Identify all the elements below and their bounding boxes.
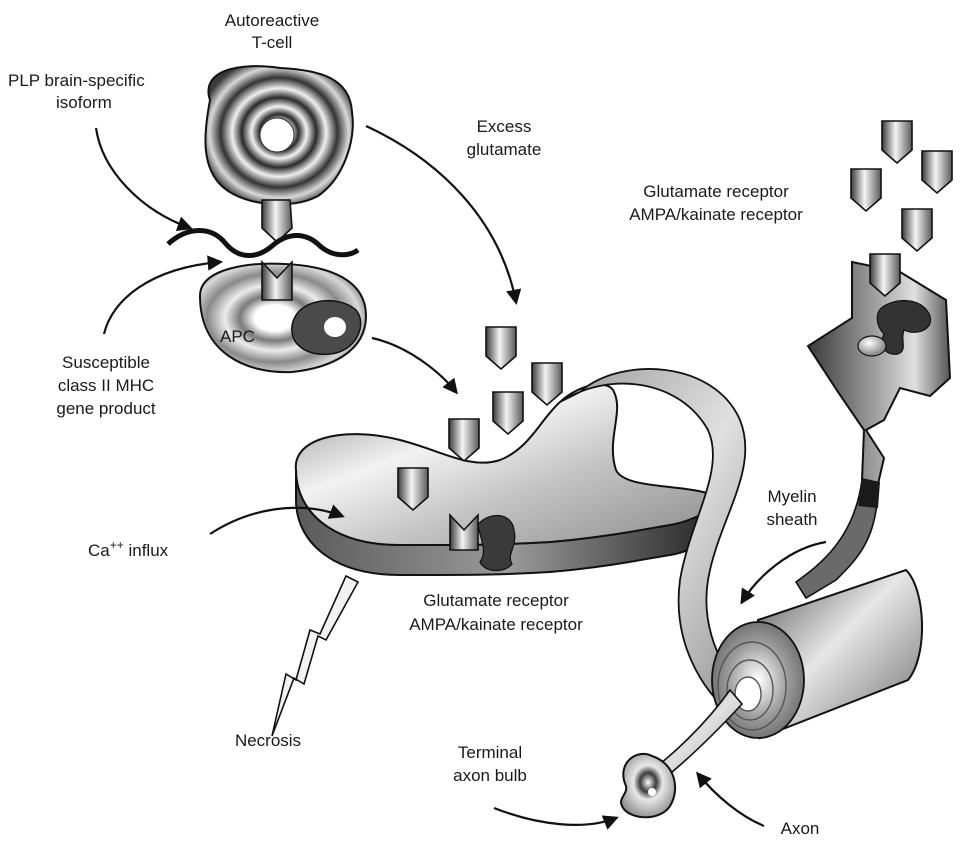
- label-glutamate: glutamate: [467, 140, 542, 159]
- arrow-apc-to-cell: [372, 338, 456, 392]
- neuron-cell-body: [808, 262, 950, 484]
- plp-isoform-strand: [168, 231, 358, 256]
- label-glut-receptor-top-2: AMPA/kainate receptor: [629, 205, 803, 224]
- label-glut-receptor-mid-1: Glutamate receptor: [423, 591, 569, 610]
- label-axon-bulb: axon bulb: [453, 766, 527, 785]
- arrow-plp: [96, 128, 190, 228]
- label-necrosis: Necrosis: [235, 731, 301, 750]
- label-plp-2: isoform: [56, 93, 112, 112]
- label-myelin: Myelin: [767, 487, 816, 506]
- label-excess: Excess: [477, 117, 532, 136]
- label-terminal: Terminal: [458, 743, 522, 762]
- label-axon: Axon: [781, 819, 820, 838]
- label-mhc-2: class II MHC: [58, 376, 154, 395]
- label-mhc-3: gene product: [56, 399, 156, 418]
- arrow-terminal-bulb: [494, 808, 616, 825]
- label-ca-influx: Ca++ influx: [88, 538, 169, 560]
- label-sheath: sheath: [766, 510, 817, 529]
- necrosis-bolt: [272, 576, 358, 736]
- label-mhc-1: Susceptible: [62, 353, 150, 372]
- label-autoreactive: Autoreactive: [225, 11, 320, 30]
- arrow-axon: [698, 774, 764, 826]
- label-glut-receptor-top-1: Glutamate receptor: [643, 182, 789, 201]
- label-glut-receptor-mid-2: AMPA/kainate receptor: [409, 615, 583, 634]
- label-tcell: T-cell: [252, 33, 293, 52]
- myelinated-axon: [712, 570, 922, 738]
- label-plp-1: PLP brain-specific: [8, 71, 145, 90]
- label-apc: APC: [220, 327, 255, 346]
- t-cell: [205, 66, 352, 204]
